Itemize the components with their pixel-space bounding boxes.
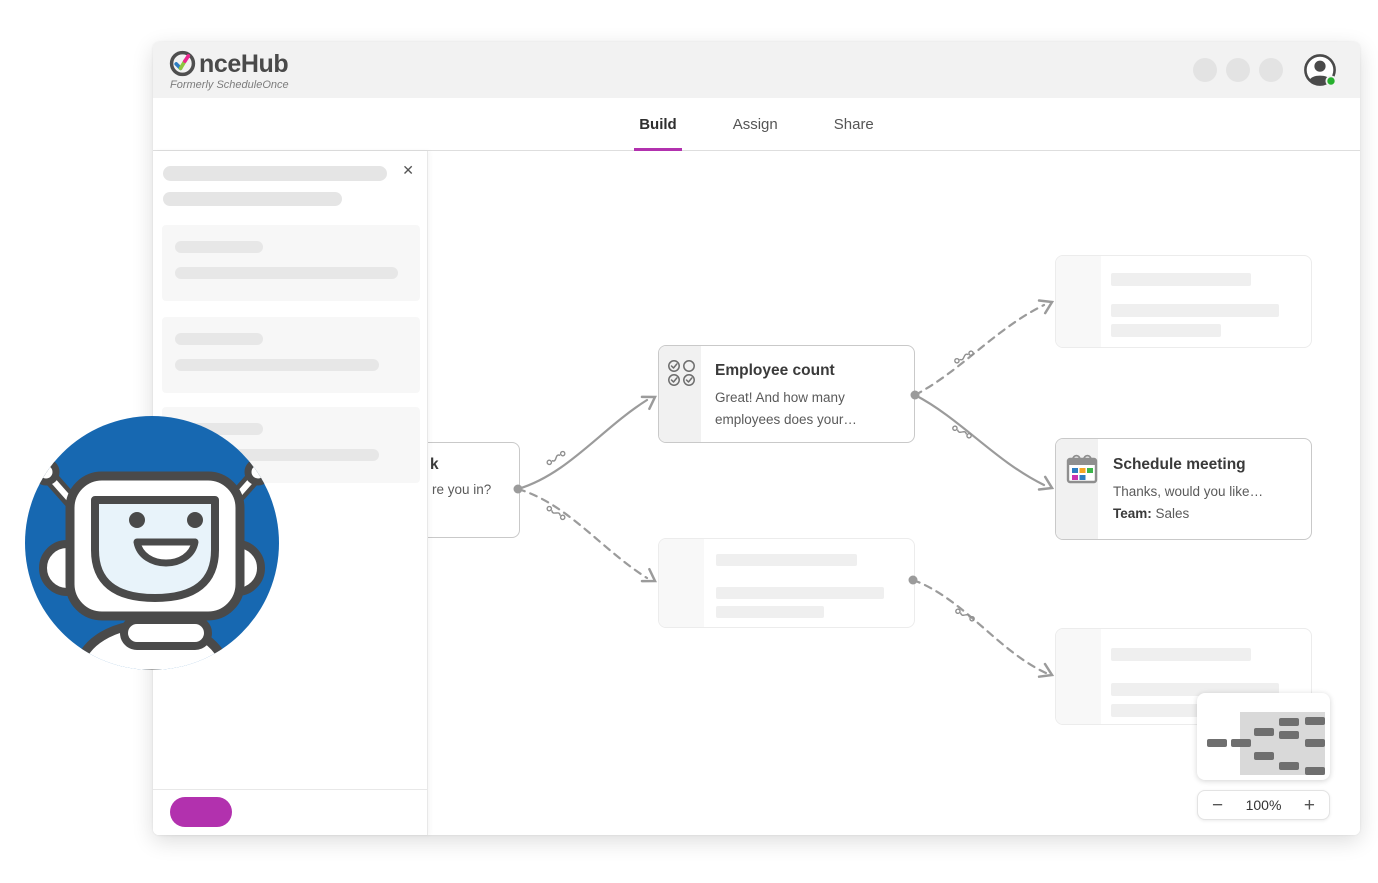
node-body: Great! And how many employees does your…: [715, 390, 857, 427]
skeleton-line: [1111, 273, 1251, 286]
skeleton-line: [175, 267, 398, 279]
node-title: Schedule meeting: [1113, 456, 1246, 473]
header-placeholder-icon: [1193, 58, 1217, 82]
skeleton-line: [1111, 683, 1279, 696]
calendar-icon: [1066, 454, 1098, 484]
robot-mascot-illustration: [25, 416, 279, 670]
minimap-node: [1279, 762, 1299, 770]
status-dot: [1325, 75, 1337, 87]
skeleton-line: [1111, 648, 1251, 661]
minimap-node: [1254, 728, 1274, 736]
minimap-node: [1305, 767, 1325, 775]
minimap-node: [1207, 739, 1227, 747]
node-strip: [659, 346, 701, 442]
zoom-level: 100%: [1245, 797, 1282, 813]
tab-bar: Build Assign Share: [153, 98, 1360, 151]
multiple-choice-icon: [668, 360, 695, 386]
skeleton-line: [716, 554, 857, 566]
node-body: Thanks, would you like… Team: Sales: [1113, 484, 1264, 521]
node-employee-count[interactable]: Employee count Great! And how many emplo…: [658, 345, 915, 443]
skeleton-line: [1111, 704, 1206, 717]
node-schedule-meeting[interactable]: Schedule meeting Thanks, would you like……: [1055, 438, 1312, 540]
oncehub-logo-icon: [168, 49, 197, 78]
node-strip: [1056, 629, 1101, 724]
sidebar-panel: ✕: [153, 151, 428, 835]
minimap-node: [1231, 739, 1251, 747]
header-placeholder-icon: [1259, 58, 1283, 82]
skeleton-line: [163, 192, 342, 206]
node-placeholder-middle[interactable]: [658, 538, 915, 628]
minimap-node: [1254, 752, 1274, 760]
cta-button[interactable]: [170, 797, 232, 827]
tab-assign[interactable]: Assign: [732, 115, 778, 133]
node-strip: [1056, 256, 1101, 347]
minimap-node: [1305, 717, 1325, 725]
brand-name: nceHub: [199, 49, 289, 78]
minimap[interactable]: [1197, 693, 1330, 780]
skeleton-card: [162, 225, 420, 301]
zoom-in-button[interactable]: +: [1303, 794, 1315, 816]
minimap-node: [1279, 718, 1299, 726]
robot-icon: [32, 458, 272, 670]
tab-share[interactable]: Share: [833, 115, 874, 133]
skeleton-line: [1111, 324, 1221, 337]
node-title: k: [430, 456, 439, 473]
node-body: re you in?: [432, 482, 492, 497]
skeleton-line: [175, 359, 379, 371]
header-placeholder-icon: [1226, 58, 1250, 82]
minimap-node: [1279, 731, 1299, 739]
skeleton-line: [716, 606, 824, 618]
avatar-icon: [1304, 54, 1337, 87]
skeleton-line: [163, 166, 387, 181]
app-header: nceHub Formerly ScheduleOnce: [153, 42, 1360, 98]
node-strip: [659, 539, 704, 627]
skeleton-line: [1111, 304, 1279, 317]
skeleton-line: [175, 241, 263, 253]
tab-build[interactable]: Build: [634, 98, 682, 151]
brand-logo[interactable]: nceHub Formerly ScheduleOnce: [168, 49, 289, 91]
brand-tagline: Formerly ScheduleOnce: [170, 79, 289, 91]
avatar-button[interactable]: [1303, 53, 1337, 87]
close-icon[interactable]: ✕: [402, 162, 414, 178]
skeleton-line: [716, 587, 884, 599]
skeleton-card: [162, 317, 420, 393]
skeleton-line: [175, 333, 263, 345]
node-placeholder-top[interactable]: [1055, 255, 1312, 348]
zoom-control: − 100% +: [1197, 790, 1330, 820]
zoom-out-button[interactable]: −: [1212, 794, 1224, 816]
node-title: Employee count: [715, 362, 835, 379]
minimap-node: [1305, 739, 1325, 747]
divider: [153, 789, 427, 790]
app-window: nceHub Formerly ScheduleOnce: [153, 42, 1360, 835]
